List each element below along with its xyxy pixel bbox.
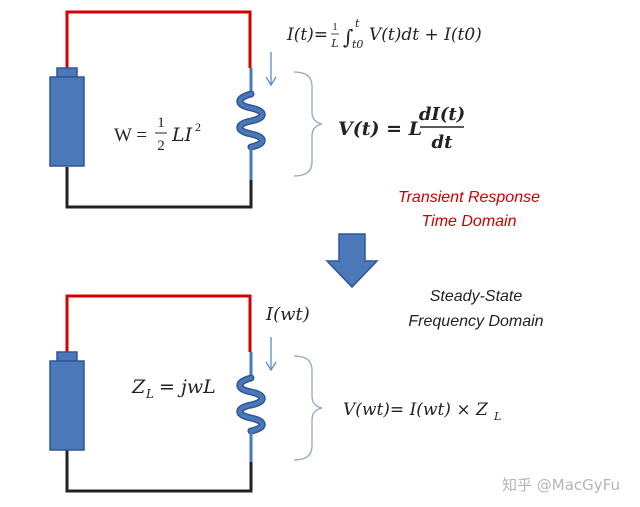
bottom-current-label: I(wt): [265, 304, 310, 325]
impedance-rhs: = jwL: [153, 376, 216, 398]
top-black-wire: [65, 167, 253, 209]
bottom-circuit: Z L = jwL I(wt) V(wt)= I(wt) × Z L Stead…: [49, 288, 544, 493]
integral-sign: ∫: [343, 25, 353, 49]
top-red-wire: [65, 10, 252, 68]
bottom-inductor: [236, 352, 266, 462]
energy-equation: W = 1 2 LI 2: [114, 115, 201, 154]
current-one: 1: [332, 21, 338, 33]
frequency-domain-label: Frequency Domain: [408, 313, 543, 330]
steady-state-label: Steady-State: [430, 288, 523, 305]
top-brace: [293, 71, 323, 177]
phasor-voltage-equation: V(wt)= I(wt) × Z L: [343, 400, 501, 423]
voltage-derivative-equation: V(t) = L dI(t) dt: [338, 104, 465, 153]
top-battery-terminal: [56, 67, 78, 78]
current-body: V(t)dt + I(t0): [369, 25, 482, 45]
impedance-sub: L: [145, 387, 154, 401]
energy-rhs: LI: [171, 124, 193, 146]
bottom-black-wire: [65, 450, 253, 493]
impedance-symbol: Z: [131, 376, 146, 398]
energy-frac-den: 2: [157, 138, 165, 154]
watermark: 知乎 @MacGyFu: [502, 476, 620, 494]
bottom-red-wire: [65, 294, 252, 353]
energy-frac-num: 1: [157, 115, 165, 131]
voltage-num: dI(t): [419, 104, 465, 125]
transient-label: Transient Response: [398, 189, 540, 206]
bottom-battery: [49, 360, 85, 451]
down-arrow: [325, 233, 379, 289]
bottom-current-arrow: [265, 337, 277, 372]
current-L: L: [330, 37, 338, 50]
current-integral-equation: I(t)= 1 L ∫ t t0 V(t)dt + I(t0): [286, 17, 482, 51]
bottom-brace: [293, 355, 323, 461]
voltage-lhs: V(t) = L: [338, 118, 422, 140]
voltage-den: dt: [432, 132, 454, 153]
bottom-battery-terminal: [56, 351, 78, 362]
energy-exp: 2: [195, 120, 201, 134]
impedance-equation: Z L = jwL: [131, 376, 216, 401]
phasor-voltage-lhs: V(wt)= I(wt) × Z: [343, 400, 489, 420]
phasor-voltage-sub: L: [493, 410, 501, 423]
top-inductor: [236, 68, 266, 180]
current-lhs: I(t)=: [286, 25, 328, 45]
current-int-upper: t: [355, 17, 360, 30]
top-current-arrow: [265, 52, 277, 87]
top-circuit: W = 1 2 LI 2 I(t)= 1 L ∫ t t0 V(t)dt + I…: [49, 10, 540, 230]
top-battery: [49, 76, 85, 167]
current-int-lower: t0: [352, 38, 363, 51]
time-domain-label: Time Domain: [422, 213, 517, 230]
energy-lhs: W =: [114, 125, 147, 146]
